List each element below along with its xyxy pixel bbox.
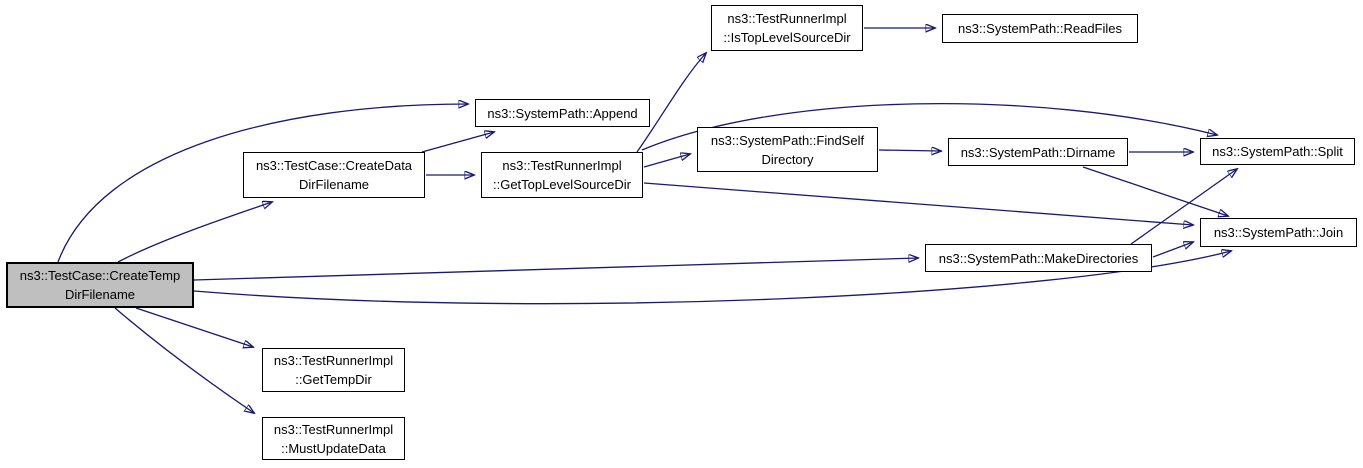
edge-get-top-level-to-join [643, 182, 1193, 225]
node-get-top-level-source-dir[interactable]: ns3::TestRunnerImpl ::GetTopLevelSourceD… [481, 152, 643, 198]
edge-dirname-to-join [1082, 166, 1228, 216]
edge-get-top-level-to-is-top-level [636, 53, 706, 153]
edge-create-temp-to-must-update-data [114, 307, 254, 413]
edge-create-temp-to-create-data [117, 202, 272, 263]
node-is-top-level-source-dir[interactable]: ns3::TestRunnerImpl ::IsTopLevelSourceDi… [711, 5, 863, 51]
node-system-path-append[interactable]: ns3::SystemPath::Append [475, 99, 650, 127]
edge-make-directories-to-split [1130, 169, 1237, 245]
node-system-path-make-directories[interactable]: ns3::SystemPath::MakeDirectories [925, 244, 1152, 272]
node-system-path-join[interactable]: ns3::SystemPath::Join [1200, 218, 1357, 247]
node-create-temp-dir-filename[interactable]: ns3::TestCase::CreateTemp DirFilename [6, 262, 194, 308]
node-system-path-split[interactable]: ns3::SystemPath::Split [1200, 138, 1355, 165]
edge-create-temp-to-make-directories [193, 258, 918, 281]
node-system-path-read-files[interactable]: ns3::SystemPath::ReadFiles [942, 14, 1138, 43]
node-get-temp-dir[interactable]: ns3::TestRunnerImpl ::GetTempDir [262, 348, 405, 392]
edge-create-data-to-append [421, 132, 494, 153]
node-system-path-dirname[interactable]: ns3::SystemPath::Dirname [948, 138, 1128, 166]
edge-get-top-level-to-find-self [643, 154, 690, 168]
node-create-data-dir-filename[interactable]: ns3::TestCase::CreateData DirFilename [243, 152, 425, 198]
node-find-self-directory[interactable]: ns3::SystemPath::FindSelf Directory [697, 127, 878, 172]
edge-make-directories-to-join [1152, 242, 1193, 258]
node-must-update-data[interactable]: ns3::TestRunnerImpl ::MustUpdateData [262, 417, 405, 460]
edge-create-temp-to-append [57, 104, 468, 263]
edge-create-temp-to-get-temp-dir [135, 307, 253, 347]
edge-find-self-to-dirname [878, 150, 941, 151]
